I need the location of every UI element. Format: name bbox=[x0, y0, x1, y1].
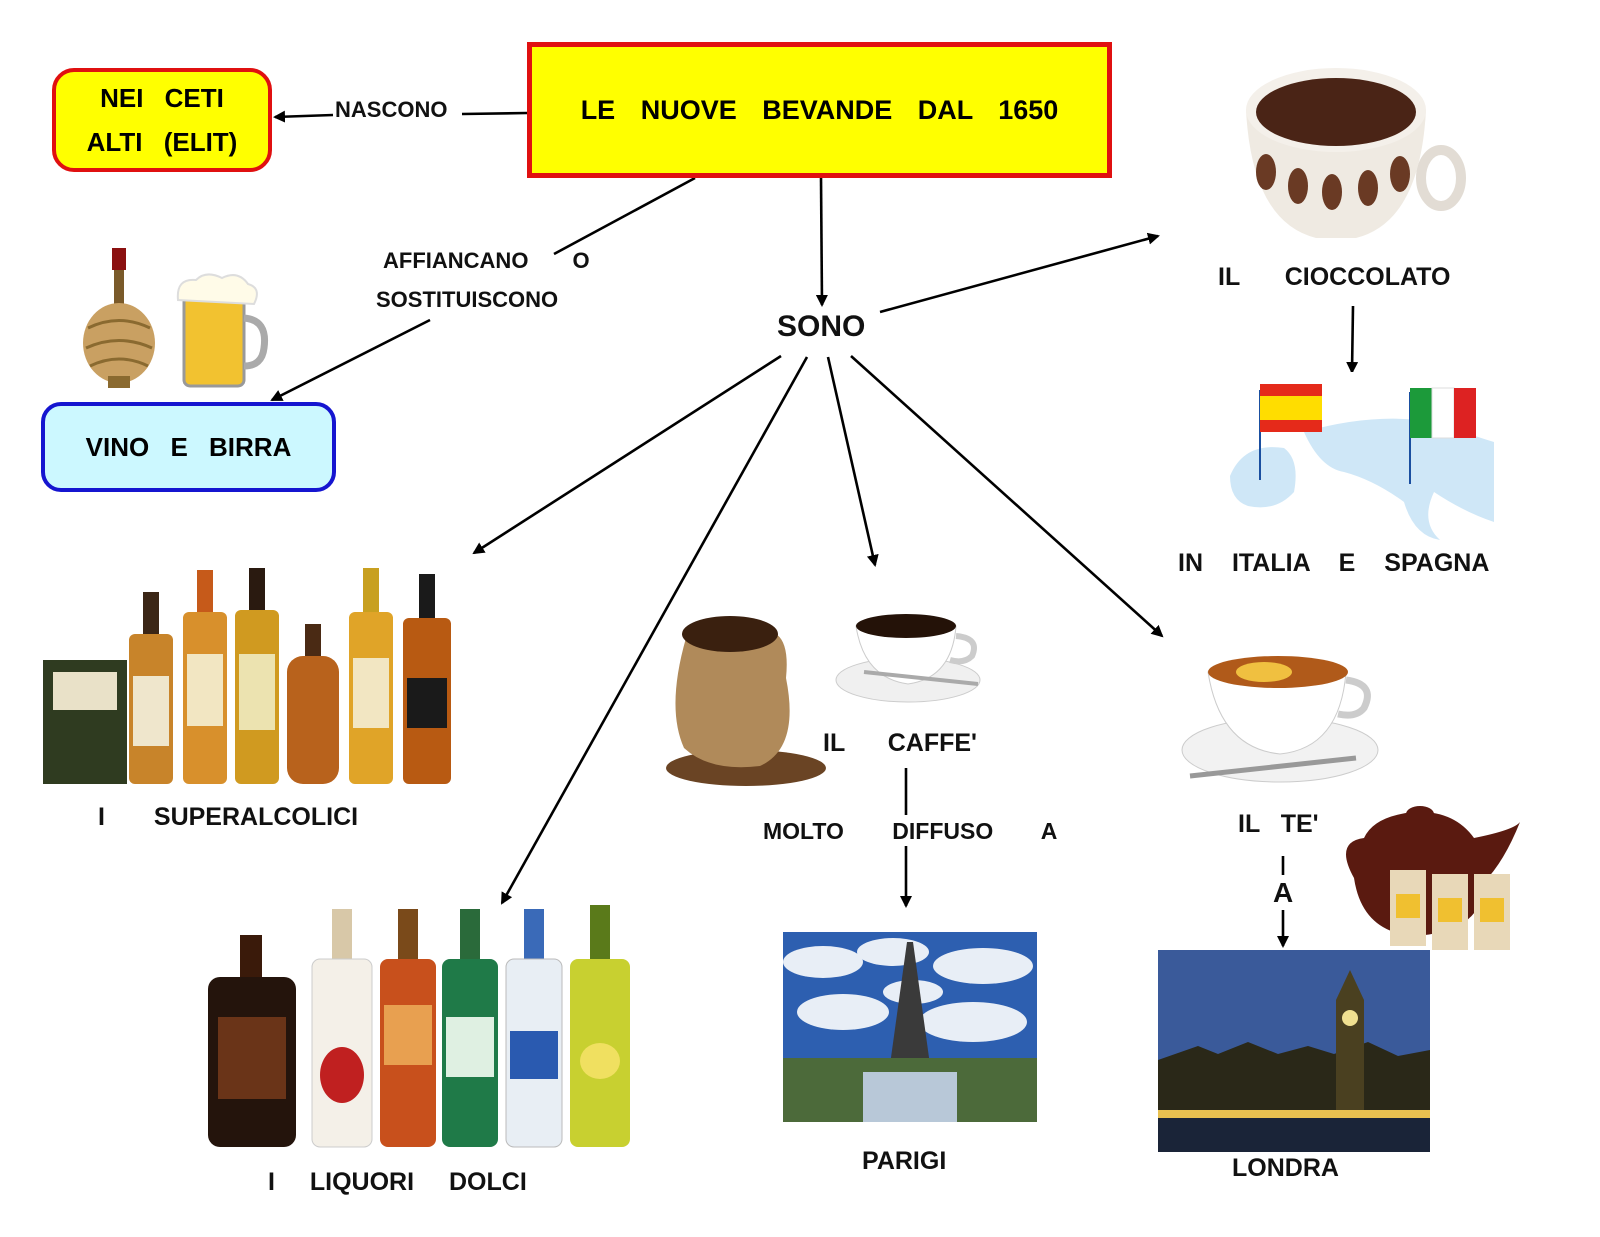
spirits-label: I SUPERALCOLICI bbox=[98, 803, 359, 831]
arrow-sono-tea bbox=[850, 355, 1164, 638]
liqueurs-label: I LIQUORI DOLCI bbox=[268, 1168, 527, 1196]
arrow-sono-spirits bbox=[472, 354, 782, 555]
tea-label: IL TE' bbox=[1238, 810, 1319, 838]
wine-beer-box: VINO E BIRRA bbox=[41, 402, 336, 492]
teapot-icon bbox=[1346, 806, 1520, 950]
eiffel-tower-photo bbox=[783, 932, 1037, 1122]
arrow-sono-liqueurs bbox=[500, 356, 809, 905]
wine-flask-icon bbox=[83, 248, 155, 388]
arrow-affiancano-wine bbox=[270, 318, 431, 402]
beer-mug-icon bbox=[176, 273, 269, 388]
title-text: LE NUOVE BEVANDE DAL 1650 bbox=[580, 94, 1059, 125]
sostituiscono-label: SOSTITUISCONO bbox=[376, 287, 559, 312]
paris-label: PARIGI bbox=[862, 1147, 947, 1175]
arrow-title-sono bbox=[815, 177, 828, 307]
arrow-chocolate-map bbox=[1346, 305, 1359, 374]
arrow-nascono-elite bbox=[273, 110, 334, 123]
tea-cup-icon bbox=[1181, 656, 1379, 783]
arrow-sono-chocolate bbox=[879, 232, 1160, 314]
sono-label: SONO bbox=[777, 310, 866, 343]
affiancano-label: AFFIANCANO O bbox=[383, 248, 590, 273]
chocolate-cup-icon bbox=[1246, 68, 1466, 238]
coffee-link-label: MOLTO DIFFUSO A bbox=[763, 818, 1058, 844]
coffee-label: IL CAFFE' bbox=[823, 729, 977, 757]
coffee-sack-icon bbox=[666, 616, 826, 786]
europe-map-flags-icon bbox=[1224, 372, 1498, 546]
tea-link-label: A bbox=[1273, 877, 1294, 908]
whisky-bottles-icon bbox=[43, 568, 451, 784]
arrow-sono-coffee bbox=[826, 356, 879, 567]
elite-line1: NEI CETI bbox=[100, 83, 224, 113]
liqueur-bottles-icon bbox=[208, 905, 630, 1148]
nascono-label: NASCONO bbox=[335, 97, 448, 122]
arrow-title-nascono bbox=[461, 111, 528, 116]
wine-beer-text: VINO E BIRRA bbox=[85, 431, 292, 462]
elite-box: NEI CETI ALTI (ELIT) bbox=[52, 68, 272, 172]
chocolate-label: IL CIOCCOLATO bbox=[1218, 263, 1451, 291]
arrow-title-affiancano bbox=[553, 176, 696, 256]
coffee-cup-icon bbox=[835, 614, 981, 703]
chocolate-where-label: IN ITALIA E SPAGNA bbox=[1178, 549, 1490, 577]
big-ben-photo bbox=[1158, 950, 1430, 1152]
london-label: LONDRA bbox=[1232, 1154, 1339, 1182]
title-box: LE NUOVE BEVANDE DAL 1650 bbox=[527, 42, 1112, 178]
elite-line2: ALTI (ELIT) bbox=[86, 127, 238, 157]
